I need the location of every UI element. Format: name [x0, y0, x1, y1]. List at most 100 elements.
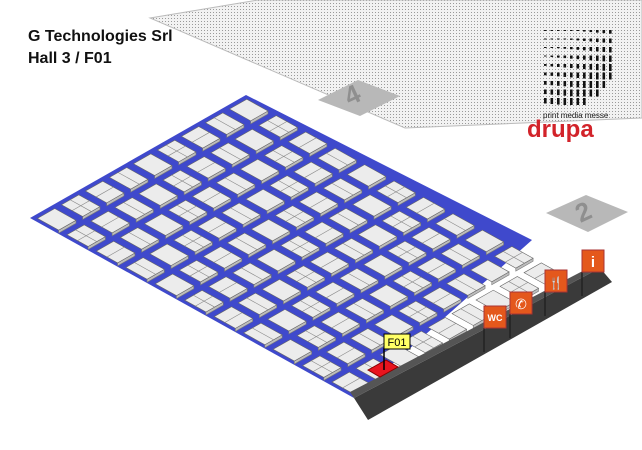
- logo-dot: [563, 72, 567, 77]
- hall-booth-location: Hall 3 / F01: [28, 50, 112, 67]
- booth-divider: [449, 248, 472, 261]
- logo-dot: [550, 55, 554, 58]
- booth-divider: [353, 303, 376, 316]
- booth-divider: [403, 276, 422, 288]
- booth-block: [261, 279, 302, 302]
- booth-divider: [230, 207, 252, 220]
- logo-dot: [602, 81, 606, 88]
- logo-dot: [589, 30, 593, 33]
- logo-dot: [550, 81, 554, 86]
- booth-divider: [422, 233, 440, 244]
- logo-dot: [596, 72, 599, 80]
- booth-divider: [246, 297, 269, 311]
- logo-dot: [576, 64, 580, 69]
- booth-divider: [285, 211, 304, 222]
- logo-dot: [609, 64, 612, 71]
- booth-block: [363, 254, 403, 277]
- logo-dot: [544, 98, 547, 104]
- logo-dot: [576, 38, 580, 41]
- logo-dot: [589, 38, 593, 42]
- logo-dot: [589, 64, 593, 70]
- booth-divider: [505, 252, 523, 263]
- logo-dot: [609, 30, 612, 34]
- service-strip: [350, 262, 612, 420]
- logo-dot: [563, 55, 567, 59]
- booth-divider: [342, 377, 361, 389]
- booth-block: [245, 188, 285, 212]
- service-sign-info: i: [581, 249, 605, 296]
- logo-dot: [596, 64, 599, 71]
- logo-dot: [583, 81, 586, 88]
- logo-dot: [602, 30, 606, 34]
- booth-divider: [173, 175, 191, 187]
- booth-block: [132, 153, 173, 176]
- logo-dot: [544, 30, 547, 31]
- booth-divider: [224, 312, 243, 323]
- logo-dot: [609, 55, 612, 62]
- booth-divider: [392, 216, 411, 228]
- logo-dot: [609, 38, 612, 44]
- booth-divider: [77, 230, 95, 241]
- booth-divider: [342, 243, 365, 256]
- booth-divider: [337, 347, 355, 359]
- logo-dot: [576, 55, 580, 60]
- booth-block: [256, 249, 296, 272]
- booth-block: [368, 284, 409, 307]
- logo-dot: [550, 30, 554, 31]
- logo-dot: [557, 81, 560, 86]
- logo-dot: [596, 38, 599, 43]
- booth-divider: [117, 172, 140, 185]
- booth-divider: [409, 306, 427, 318]
- booth-block: [228, 98, 269, 122]
- booth-divider: [296, 271, 315, 282]
- booth-divider: [101, 216, 119, 228]
- logo-dot: [589, 47, 593, 51]
- phone-icon: ✆: [515, 296, 527, 312]
- logo-dot: [557, 64, 560, 67]
- booth-block: [272, 339, 313, 362]
- booth-divider: [433, 293, 451, 304]
- booth-divider: [134, 262, 156, 275]
- booth-divider: [195, 295, 213, 307]
- logo-dot: [583, 89, 586, 97]
- logo-dot: [563, 30, 567, 31]
- booth-divider: [302, 301, 320, 312]
- booth-divider: [213, 117, 236, 130]
- info-icon: i: [591, 254, 595, 271]
- hall-4-area: 4: [148, 0, 642, 129]
- logo-dot: [550, 64, 554, 67]
- booth-divider: [128, 232, 151, 245]
- wc-icon: WC: [488, 313, 503, 323]
- booth-f01[interactable]: [366, 359, 400, 378]
- booth-divider: [197, 162, 215, 173]
- logo-dot: [576, 98, 580, 105]
- logo-dot: [570, 98, 573, 105]
- booth-divider: [331, 317, 350, 329]
- logo-dot: [589, 55, 593, 61]
- logo-dot: [576, 89, 580, 97]
- booth-divider: [191, 132, 210, 143]
- logo-dot: [589, 72, 593, 80]
- logo-dot: [583, 64, 586, 70]
- booth-divider: [280, 181, 298, 192]
- booth-divider: [348, 273, 370, 286]
- booth-divider: [304, 167, 322, 178]
- logo-dot: [602, 55, 606, 62]
- logo-dot: [557, 89, 560, 96]
- logo-dot: [576, 72, 580, 78]
- logo-dot: [602, 72, 606, 80]
- booth-divider: [235, 237, 258, 250]
- booth-divider: [241, 267, 263, 280]
- booth-block: [352, 194, 392, 217]
- booth-divider: [307, 331, 326, 342]
- booth-block: [234, 128, 275, 152]
- booth-divider: [460, 308, 483, 321]
- logo-dot: [583, 38, 586, 41]
- company-name: G Technologies Srl: [28, 28, 173, 45]
- logo-dot: [583, 98, 586, 105]
- logo-dot: [576, 30, 580, 31]
- logo-dot: [570, 81, 573, 87]
- booth-divider: [298, 137, 317, 148]
- logo-dot: [544, 89, 547, 95]
